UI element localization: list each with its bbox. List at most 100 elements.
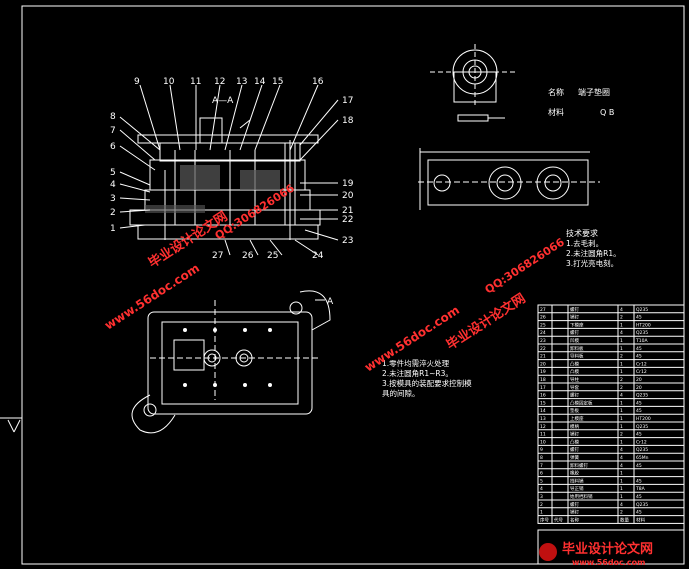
bom-cell: 14 [540, 408, 546, 414]
bom-cell: 11 [540, 432, 546, 438]
bom-cell: 上模座 [570, 415, 584, 422]
bom-cell: 2 [620, 510, 623, 516]
bom-cell: 1 [620, 439, 623, 445]
name-value: 端子垫圈 [578, 87, 610, 97]
bom-cell: 18 [540, 377, 546, 383]
part-number: 17 [342, 96, 353, 106]
bom-cell: 导正销 [570, 485, 584, 492]
bom-cell: 序号 [540, 516, 549, 523]
view-arrow-label: A [327, 297, 334, 307]
bom-cell: 2 [620, 432, 623, 438]
bom-cell: 24 [540, 330, 546, 336]
bom-cell: 1 [620, 322, 623, 328]
part-numbers-right: 17 18 19 20 21 22 23 [342, 96, 354, 246]
bom-cell: 1 [620, 494, 623, 500]
bom-cell: 20 [636, 377, 642, 383]
bom-cell: 销钉 [570, 314, 579, 321]
tech-req-item: 1.零件均需淬火处理 [382, 358, 450, 368]
bom-cell: 16 [540, 393, 546, 399]
bom-cell: 始用挡料销 [570, 493, 593, 500]
title-block [537, 529, 685, 565]
logo-brand: 毕业设计论文网 [562, 541, 653, 557]
hatched-area [180, 165, 220, 190]
bom-cell: Q235 [636, 307, 648, 313]
bom-cell: 1 [620, 416, 623, 422]
bom-cell: 螺钉 [570, 446, 579, 453]
bom-cell: 20 [636, 385, 642, 391]
watermark-qq: QQ:306826066 [483, 235, 568, 296]
part-number: 24 [312, 251, 324, 261]
bom-cell: 45 [636, 400, 642, 406]
tech-req-item: 3.按模具的装配要求控制模 [382, 378, 472, 388]
bom-cell: 1 [620, 471, 623, 477]
bom-cell: 8 [540, 455, 543, 461]
tech-req-item: 2.未注圆角R1。 [566, 248, 621, 258]
tech-requirements-lower: 1.零件均需淬火处理 2.未注圆角R1~R3。 3.按模具的装配要求控制模 具的… [382, 358, 472, 398]
bom-cell: 45 [636, 494, 642, 500]
bom-cell: 4 [620, 502, 623, 508]
bom-cell: 1 [620, 346, 623, 352]
bom-cell: 13 [540, 416, 546, 422]
bom-cell: 45 [636, 463, 642, 469]
bom-cell: 材料 [636, 516, 645, 523]
part-number: 9 [134, 77, 140, 87]
part-numbers-left: 8 7 6 5 4 3 2 1 [110, 112, 116, 234]
watermark-brand: 毕业设计论文网 [443, 290, 528, 353]
bom-cell: 凸模 [570, 438, 579, 445]
bom-cell: 45 [636, 315, 642, 321]
bom-cell: 20 [540, 361, 546, 367]
bom-cell: 7 [540, 463, 543, 469]
bom-cell: 弹簧 [570, 454, 579, 461]
bom-cell: 22 [540, 346, 546, 352]
bom-cell: Q235 [636, 393, 648, 399]
part-number: 19 [342, 179, 354, 189]
bom-cell: 1 [540, 510, 543, 516]
bom-cell: 1 [620, 478, 623, 484]
bom-cell: 导套 [570, 384, 579, 391]
bom-cell: 5 [540, 478, 543, 484]
bom-cell: 挡料销 [570, 477, 584, 484]
bom-cell: 凸模固定板 [570, 399, 593, 406]
bom-cell: 2 [540, 502, 543, 508]
part-number: 26 [242, 251, 254, 261]
bom-cell: 1 [620, 369, 623, 375]
bom-cell: 23 [540, 338, 546, 344]
bom-cell: 导柱 [570, 376, 579, 383]
part-numbers-bottom: 27 26 25 24 [212, 251, 324, 261]
bom-cell: 17 [540, 385, 546, 391]
part-number: 10 [163, 77, 175, 87]
bom-cell: 1 [620, 486, 623, 492]
bom-cell: 27 [540, 307, 546, 313]
bom-cell: 4 [620, 393, 623, 399]
logo-site: www.56doc.com [572, 558, 645, 567]
strip-layout [418, 148, 600, 210]
bom-cell: 45 [636, 510, 642, 516]
section-label: A—A [212, 96, 234, 106]
bom-cell: 45 [636, 408, 642, 414]
tech-req-item: 具的间隙。 [382, 388, 420, 398]
bom-cell: Cr12 [636, 361, 647, 367]
bom-cell: T10A [635, 338, 648, 344]
bom-cell: 名称 [570, 516, 579, 523]
part-number: 20 [342, 191, 354, 201]
bom-cell: 销钉 [570, 431, 579, 438]
bom-cell: 45 [636, 354, 642, 360]
bom-cell: Q235 [636, 330, 648, 336]
plan-view: A [131, 290, 334, 434]
bom-cell: 卸料板 [570, 345, 584, 352]
bom-cell: 螺钉 [570, 501, 579, 508]
part-number: 21 [342, 206, 353, 216]
section-view: A—A [129, 96, 321, 240]
bom-cell: 代号 [554, 516, 563, 523]
part-number: 22 [342, 215, 353, 225]
part-number: 6 [110, 142, 116, 152]
bom-cell: T8A [635, 486, 646, 492]
bom-cell: HT200 [636, 416, 651, 422]
name-label: 名称 [548, 87, 564, 97]
bom-cell: 4 [620, 330, 623, 336]
bom-cell: 15 [540, 400, 546, 406]
part-number: 3 [110, 194, 116, 204]
part-number: 12 [214, 77, 225, 87]
bom-cell: 2 [620, 315, 623, 321]
part-number: 23 [342, 236, 353, 246]
